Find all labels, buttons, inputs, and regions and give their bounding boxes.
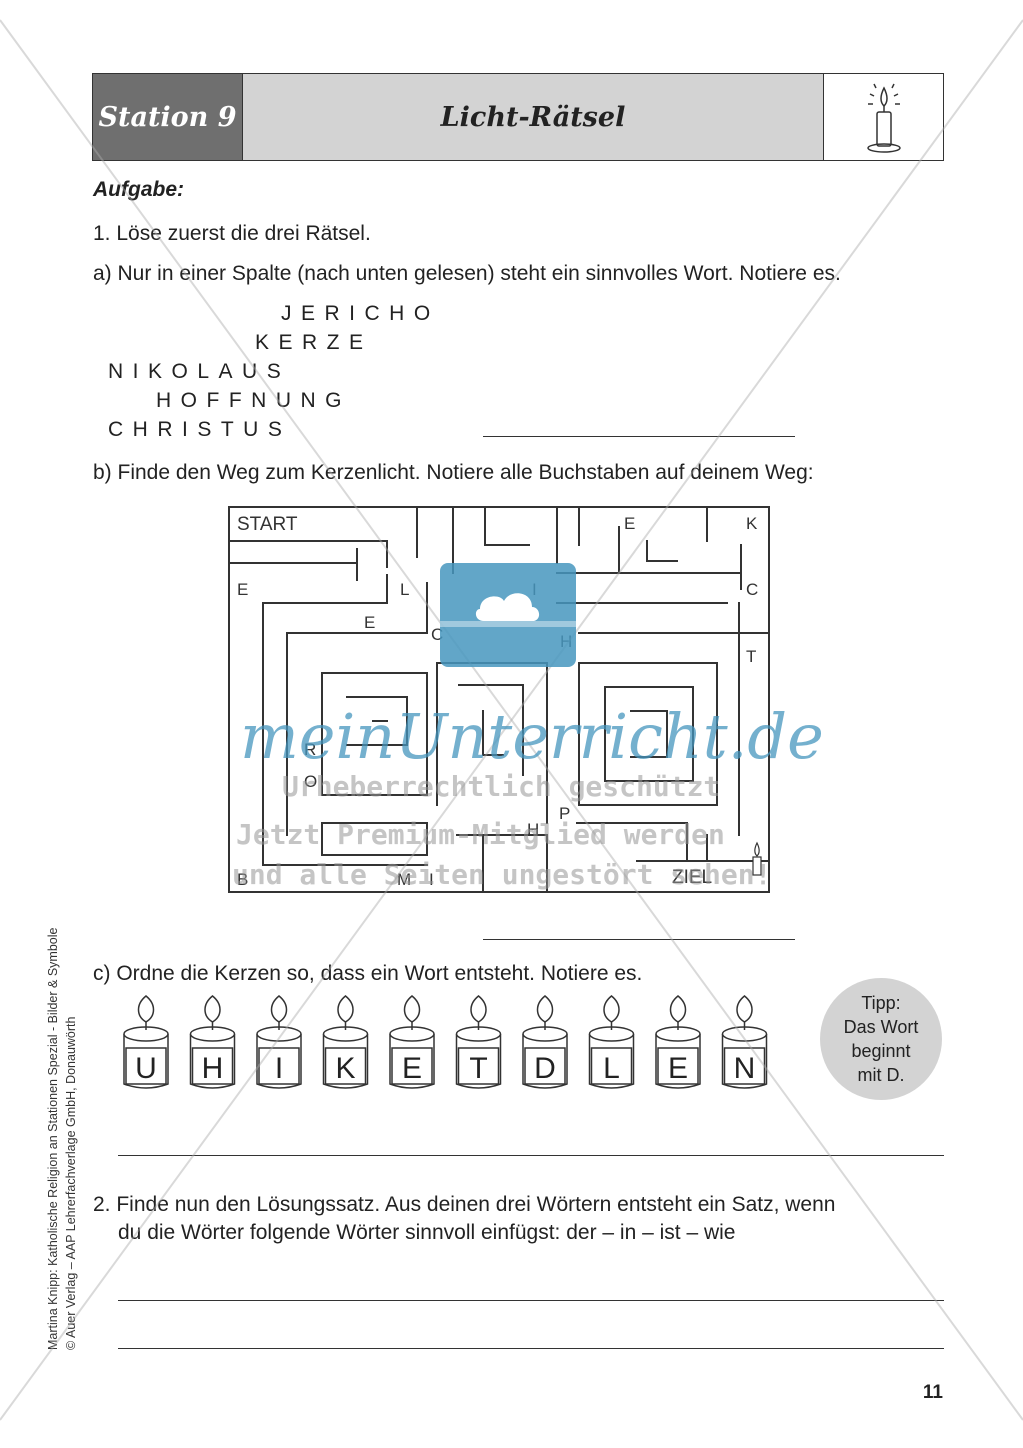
candle-letter: E [668, 1052, 688, 1085]
maze-start-label: START [237, 514, 298, 535]
task-heading: Aufgabe: [93, 178, 184, 201]
maze-letter: R [304, 740, 316, 759]
answer-line-2b[interactable] [118, 1348, 944, 1349]
candle-7: D [522, 995, 568, 1089]
credit-line-2: © Auer Verlag – AAP Lehrerfachverlage Gm… [64, 1016, 78, 1350]
word-jericho: JERICHO [281, 302, 440, 325]
candle-letter: H [202, 1052, 224, 1085]
maze: START ZIEL E K E L I C E C H T R O P H B… [227, 505, 771, 895]
candle-9: E [655, 995, 701, 1089]
answer-line-a[interactable] [483, 436, 795, 437]
maze-letter: H [527, 820, 539, 839]
candle-2: H [189, 995, 236, 1089]
maze-letter: O [304, 772, 317, 791]
candle-6: T [455, 995, 502, 1089]
candle-letter: D [534, 1052, 556, 1085]
candle-1: U [123, 995, 169, 1089]
step-2-line-1: 2. Finde nun den Lösungssatz. Aus deinen… [93, 1193, 836, 1216]
credit-line-1: Martina Knipp: Katholische Religion an S… [46, 927, 60, 1350]
maze-letter: M [397, 870, 411, 889]
answer-line-c[interactable] [118, 1155, 944, 1156]
candle-3: I [256, 995, 302, 1089]
answer-line-b[interactable] [483, 939, 795, 940]
maze-ziel-label: ZIEL [672, 867, 712, 888]
word-christus: CHRISTUS [108, 418, 292, 441]
candle-letter: E [402, 1052, 422, 1085]
side-credit: Martina Knipp: Katholische Religion an S… [44, 890, 92, 1350]
candle-5: E [389, 995, 435, 1089]
word-hoffnung: HOFFNUNG [156, 389, 351, 412]
candle-8: L [588, 995, 635, 1089]
part-a-text: a) Nur in einer Spalte (nach unten geles… [93, 262, 841, 285]
maze-letter: E [237, 580, 248, 599]
maze-letter: H [560, 632, 572, 651]
tip-line: mit D. [857, 1065, 905, 1085]
candle-letter: N [734, 1052, 756, 1085]
tip-line: beginnt [851, 1041, 911, 1061]
maze-drawing: START ZIEL E K E L I C E C H T R O P H B… [228, 506, 770, 893]
maze-letter: E [624, 514, 635, 533]
tip-bubble: Tipp: Das Wort beginnt mit D. [820, 978, 942, 1100]
maze-letter: E [364, 613, 375, 632]
step-1-text: 1. Löse zuerst die drei Rätsel. [93, 222, 371, 245]
candle-letter: U [135, 1052, 157, 1085]
tip-line: Das Wort [843, 1017, 919, 1037]
candle-icon [823, 74, 943, 160]
maze-letter: T [746, 647, 756, 666]
candle-10: N [721, 995, 768, 1089]
maze-letter: C [746, 580, 758, 599]
word-nikolaus: NIKOLAUS [108, 360, 291, 383]
maze-letter: I [429, 870, 434, 889]
tip-line: Tipp: [861, 993, 901, 1013]
word-kerze: KERZE [255, 331, 373, 354]
answer-line-2a[interactable] [118, 1300, 944, 1301]
candle-4: K [322, 995, 369, 1089]
step-2-line-2: du die Wörter folgende Wörter sinnvoll e… [118, 1221, 736, 1244]
maze-letter: L [400, 580, 409, 599]
candle-letter: L [603, 1052, 620, 1085]
page-title: Licht-Rätsel [440, 101, 626, 133]
station-label: Station 9 [93, 74, 243, 160]
part-b-text: b) Finde den Weg zum Kerzenlicht. Notier… [93, 461, 814, 484]
candle-letter: I [275, 1052, 283, 1085]
maze-letter: I [532, 580, 537, 599]
maze-goal-candle-icon [752, 841, 762, 876]
maze-letter: C [431, 625, 443, 644]
maze-letter: P [559, 804, 570, 823]
part-c-text: c) Ordne die Kerzen so, dass ein Wort en… [93, 962, 643, 985]
maze-letter: K [746, 514, 758, 533]
candle-letter: T [469, 1052, 487, 1085]
maze-letter: B [237, 870, 248, 889]
page-number: 11 [922, 1382, 943, 1403]
candle-letter: K [335, 1052, 355, 1085]
station-header: Station 9 Licht-Rätsel [92, 73, 944, 161]
